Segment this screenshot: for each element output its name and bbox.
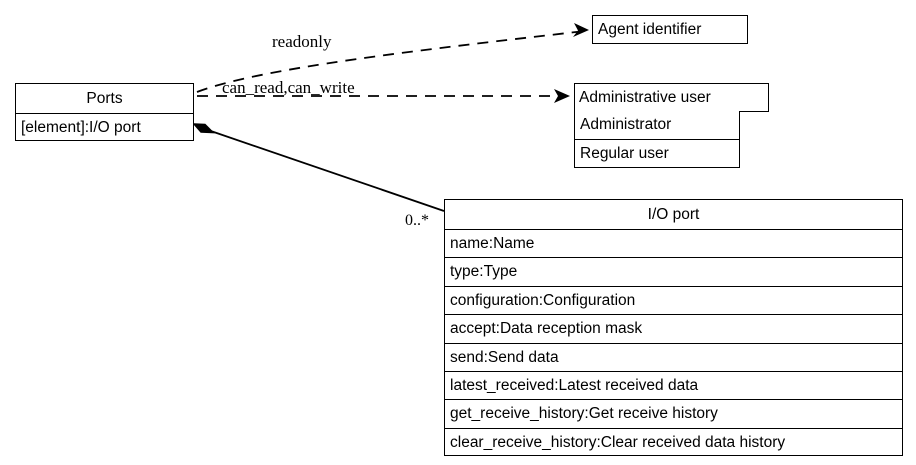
edge-can-read-can-write-arrowhead <box>554 89 570 103</box>
class-box-agent-identifier[interactable]: Agent identifier <box>592 15 748 44</box>
class-attribute-row: latest_received:Latest received data <box>445 370 902 399</box>
class-attribute-row: send:Send data <box>445 342 902 371</box>
composition-diamond-icon <box>192 123 215 134</box>
class-attribute-row: [element]:I/O port <box>16 113 193 141</box>
class-box-io-port[interactable]: I/O port name:Name type:Type configurati… <box>444 199 903 456</box>
class-attribute-row: configuration:Configuration <box>445 285 902 314</box>
class-attribute-row: type:Type <box>445 257 902 285</box>
edge-label-can-read-can-write: can_read,can_write <box>222 78 355 97</box>
class-attributes-administrative-user[interactable]: Administrator Regular user <box>574 111 740 168</box>
class-attribute-row: clear_receive_history:Clear received dat… <box>445 427 902 456</box>
edge-label-readonly: readonly <box>272 32 332 51</box>
class-title-io-port: I/O port <box>647 205 700 223</box>
class-box-ports[interactable]: Ports [element]:I/O port <box>15 83 194 141</box>
class-attribute-row: name:Name <box>445 229 902 257</box>
class-title-administrative-user: Administrative user <box>579 88 711 106</box>
class-title-ports: Ports <box>86 89 123 107</box>
class-attribute-row: accept:Data reception mask <box>445 314 902 342</box>
class-attribute-row: Regular user <box>575 139 739 167</box>
edge-composition-line <box>204 128 445 212</box>
class-box-administrative-user[interactable]: Administrative user <box>574 83 769 112</box>
class-attribute-row: Administrator <box>580 116 672 134</box>
edge-readonly-arrowhead <box>573 23 589 37</box>
edge-label-multiplicity: 0..* <box>405 212 429 229</box>
class-attribute-row: get_receive_history:Get receive history <box>445 399 902 427</box>
class-title-agent-identifier: Agent identifier <box>598 20 702 38</box>
